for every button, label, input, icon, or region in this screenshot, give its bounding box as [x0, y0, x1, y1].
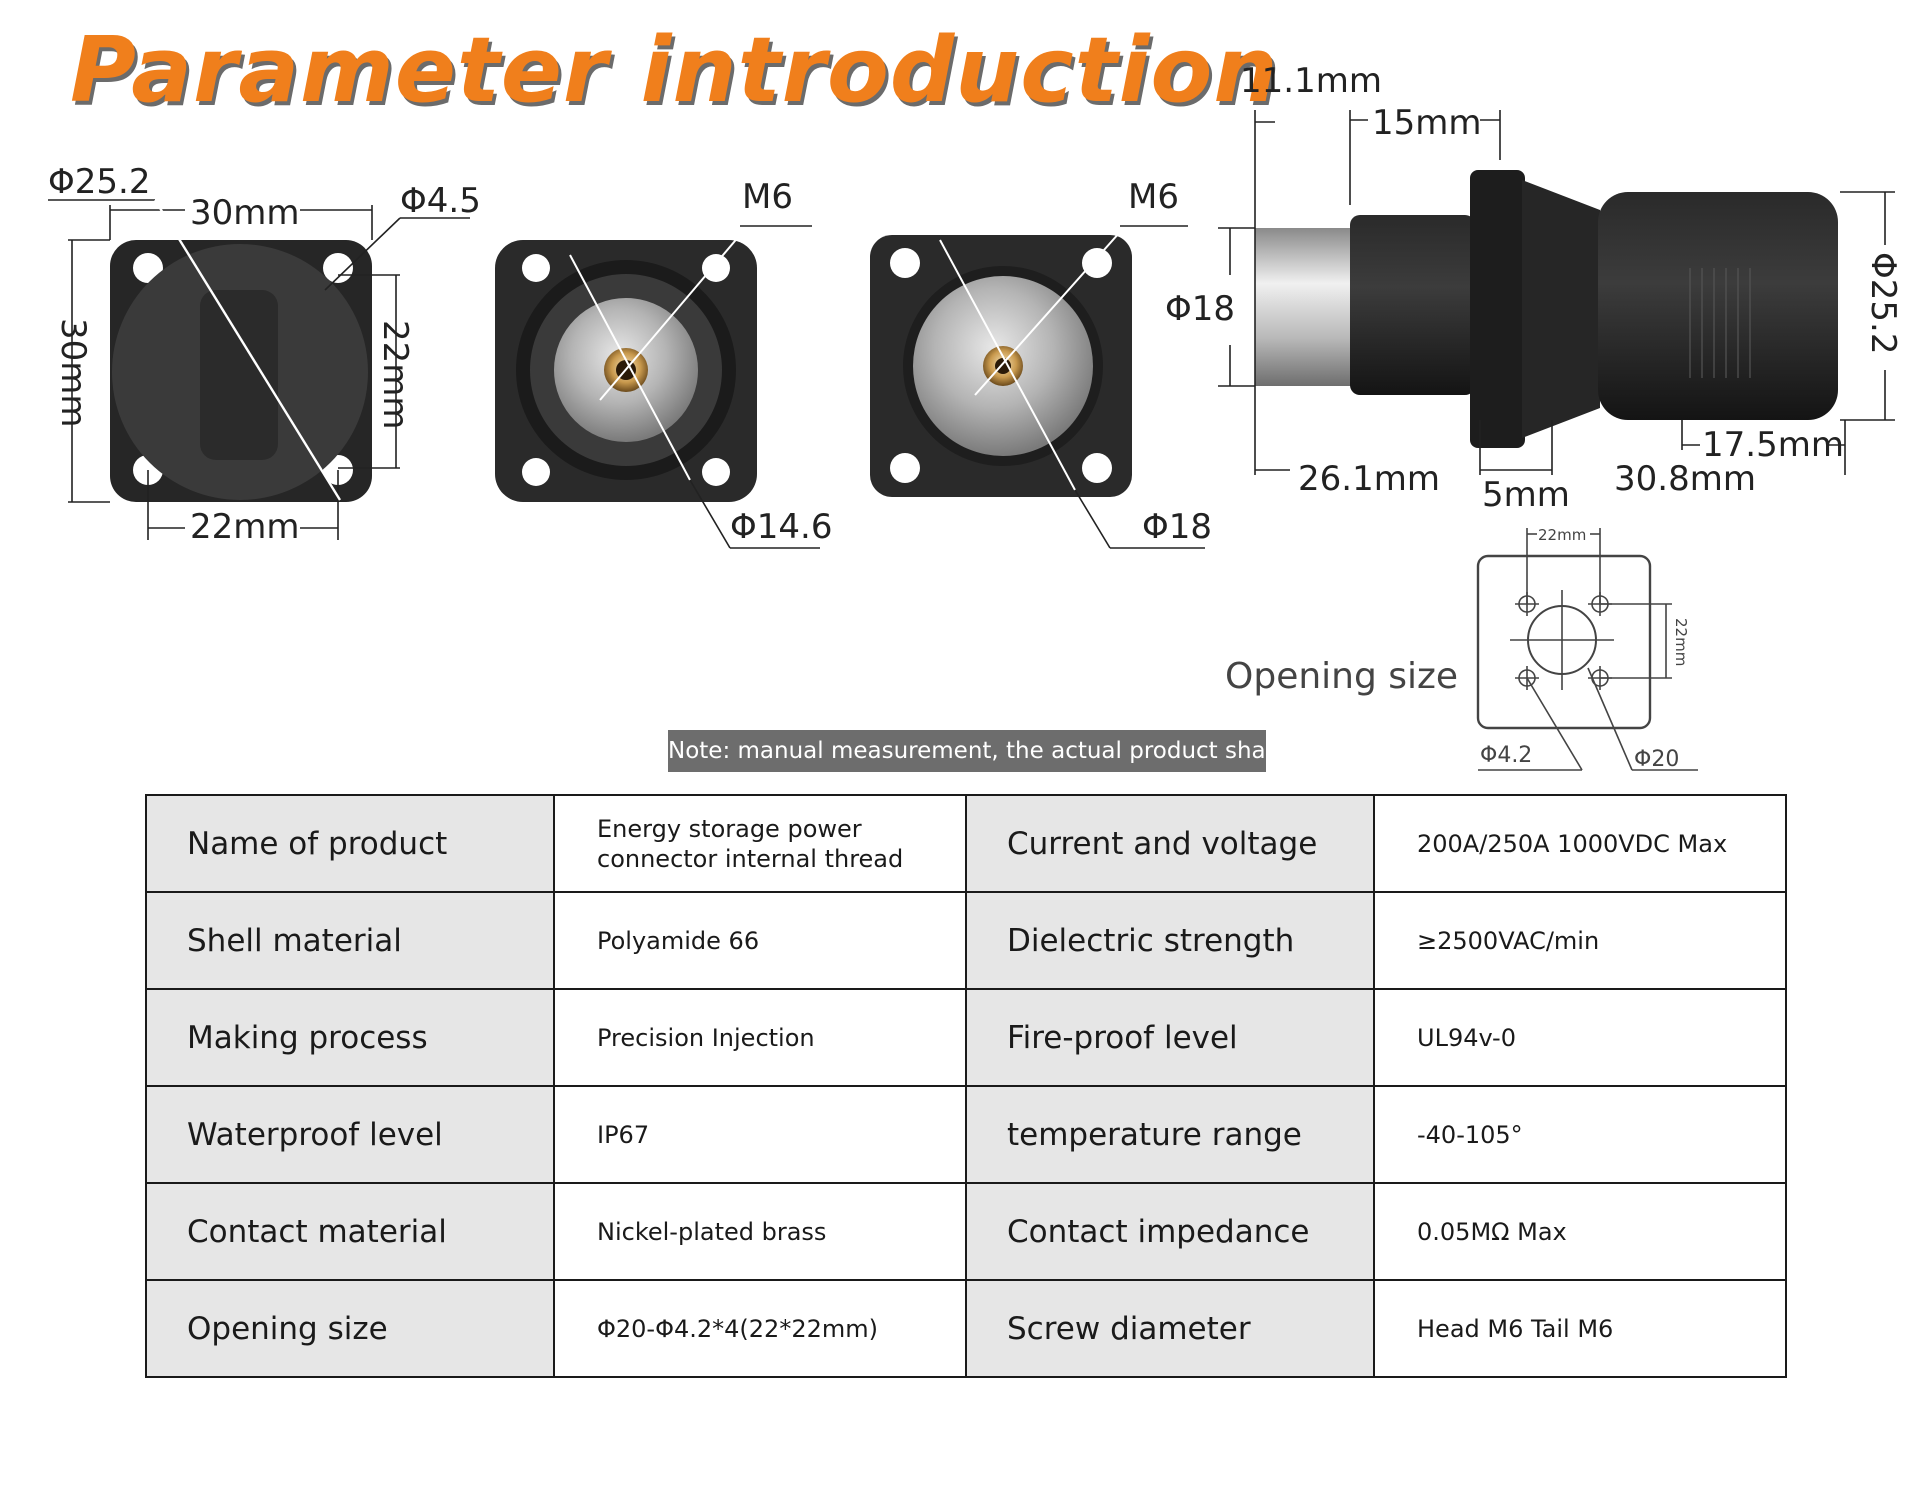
page-title: Parameter introduction — [70, 18, 1279, 123]
dim-back-diameter: Φ14.6 — [730, 507, 832, 547]
spec-value: Φ20-Φ4.2*4(22*22mm) — [553, 1279, 967, 1378]
spec-value: UL94v-0 — [1373, 988, 1787, 1087]
face-m6-view: M6 Φ18 — [870, 177, 1212, 549]
opening-phi-center: Φ20 — [1634, 747, 1679, 772]
opening-size-diagram: Opening size 22mm 22mm Φ4.2 Φ20 — [1225, 526, 1698, 772]
spec-label: Screw diameter — [965, 1279, 1375, 1378]
technical-drawings: Φ25.2 30mm Φ4.5 30mm 22mm 22mm M6 Φ14.6 — [48, 61, 1903, 772]
spec-label: Opening size — [145, 1279, 555, 1378]
opening-pitch-h: 22mm — [1538, 526, 1586, 544]
dim-face-diameter: Φ18 — [1142, 507, 1212, 547]
opening-pitch-v: 22mm — [1672, 618, 1690, 666]
spec-value: Head M6 Tail M6 — [1373, 1279, 1787, 1378]
side-view: 11.1mm 15mm Φ18 Φ25.2 26.1mm 5mm 30.8mm … — [1165, 61, 1903, 515]
dim-side-d2: 15mm — [1372, 103, 1482, 143]
spec-value: ≥2500VAC/min — [1373, 891, 1787, 990]
dim-side-phi-body: Φ25.2 — [1863, 252, 1903, 354]
spec-label: Waterproof level — [145, 1085, 555, 1184]
spec-label: Current and voltage — [965, 794, 1375, 893]
spec-label: Shell material — [145, 891, 555, 990]
spec-label: Contact impedance — [965, 1182, 1375, 1281]
dim-side-d1: 11.1mm — [1240, 61, 1382, 101]
dim-front-phi-hole: Φ4.5 — [400, 181, 481, 221]
dim-side-d6: 17.5mm — [1702, 425, 1844, 465]
spec-label: Fire-proof level — [965, 988, 1375, 1087]
dim-side-d3: 26.1mm — [1298, 459, 1440, 499]
front-view: Φ25.2 30mm Φ4.5 30mm 22mm 22mm — [48, 162, 481, 547]
spec-value: 200A/250A 1000VDC Max — [1373, 794, 1787, 893]
mount-flange — [1470, 170, 1525, 448]
dim-side-d5: 30.8mm — [1614, 459, 1756, 499]
dim-side-d4: 5mm — [1482, 475, 1570, 515]
spec-value: 0.05MΩ Max — [1373, 1182, 1787, 1281]
dim-face-thread: M6 — [1128, 177, 1179, 217]
spec-value: IP67 — [553, 1085, 967, 1184]
spec-label: Dielectric strength — [965, 891, 1375, 990]
rear-body — [1598, 192, 1838, 420]
dim-front-pitch-h: 22mm — [190, 507, 300, 547]
opening-outline — [1476, 554, 1652, 730]
spec-label: Making process — [145, 988, 555, 1087]
spec-value: -40-105° — [1373, 1085, 1787, 1184]
spec-value: Precision Injection — [553, 988, 967, 1087]
spec-value: Nickel-plated brass — [553, 1182, 967, 1281]
dim-side-phi-pin: Φ18 — [1165, 289, 1235, 329]
spec-value: Polyamide 66 — [553, 891, 967, 990]
dim-front-height: 30mm — [53, 318, 93, 428]
spec-label: Name of product — [145, 794, 555, 893]
metal-pin — [1255, 228, 1355, 386]
spec-label: Contact material — [145, 1182, 555, 1281]
back-m6-view: M6 Φ14.6 — [495, 177, 832, 549]
measurement-note: Note: manual measurement, the actual pro… — [668, 730, 1266, 772]
dim-front-pitch-v: 22mm — [375, 320, 415, 430]
dim-front-phi-outer: Φ25.2 — [48, 162, 150, 202]
opening-size-label: Opening size — [1225, 656, 1458, 697]
dim-front-width: 30mm — [190, 193, 300, 233]
dim-back-thread: M6 — [742, 177, 793, 217]
spec-value: Energy storage power connector internal … — [553, 794, 967, 893]
spec-label: temperature range — [965, 1085, 1375, 1184]
opening-phi-hole: Φ4.2 — [1480, 743, 1532, 768]
